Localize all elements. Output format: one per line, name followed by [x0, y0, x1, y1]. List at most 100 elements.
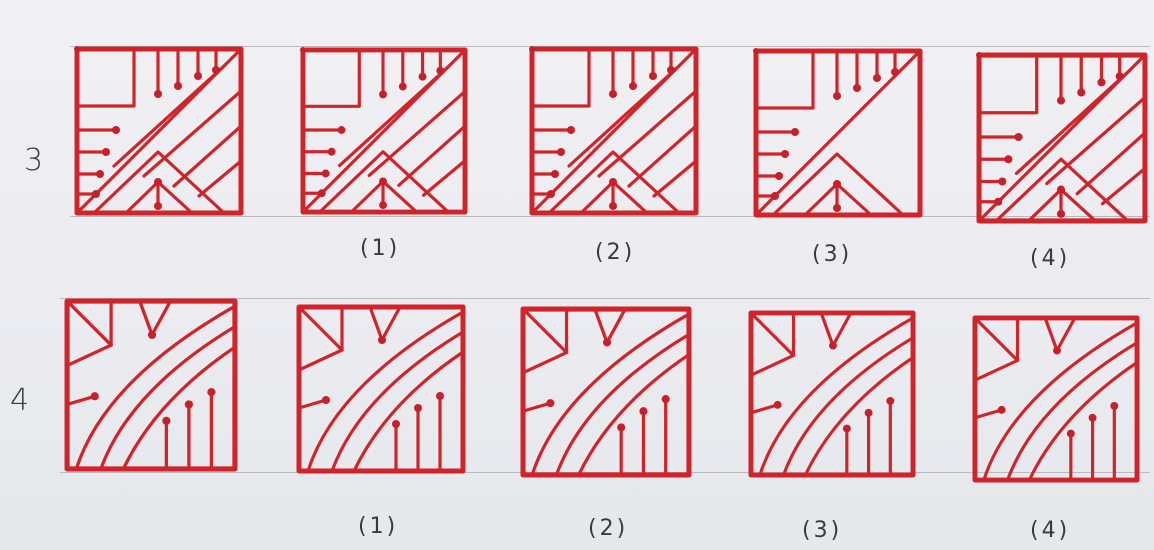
- row3-option-2-figure[interactable]: [526, 46, 702, 216]
- vertical-dot: [662, 395, 670, 403]
- fan-line: [67, 345, 111, 365]
- tick-dot: [328, 148, 336, 156]
- diagonal-stripe-line: [399, 126, 465, 185]
- chevron-dot: [833, 204, 841, 212]
- row3-option-1-label: (1): [360, 236, 400, 261]
- corner-dot: [529, 46, 535, 52]
- chevron-dot: [1057, 186, 1065, 194]
- vertical-dot: [1110, 402, 1118, 410]
- row4-option-1-figure[interactable]: [296, 304, 466, 474]
- fan-line: [975, 360, 1017, 380]
- corner-l-line: [979, 55, 1037, 113]
- tick-dot: [102, 148, 110, 156]
- corner-l-line: [77, 49, 134, 106]
- tick-dot: [667, 66, 675, 74]
- fan-line: [751, 405, 778, 413]
- tick-dot: [609, 90, 617, 98]
- fan-line: [523, 309, 567, 353]
- tick-dot: [212, 66, 220, 74]
- corner-dot: [74, 46, 80, 52]
- row3-option-1-figure[interactable]: [300, 46, 468, 216]
- tick-dot: [96, 170, 104, 178]
- vertical-dot: [436, 392, 444, 400]
- diagonal-stripe-line: [569, 66, 679, 166]
- fan-line: [607, 309, 625, 342]
- tick-dot: [436, 67, 444, 75]
- vertical-dot: [1067, 430, 1075, 438]
- vertical-dot: [639, 407, 647, 415]
- row4-option-3-figure[interactable]: [748, 308, 916, 480]
- chevron-dot: [833, 180, 841, 188]
- tick-dot: [567, 126, 575, 134]
- fan-line: [370, 307, 382, 340]
- fan-line: [975, 318, 1017, 360]
- corner-dot: [300, 47, 306, 53]
- tick-dot: [154, 90, 162, 98]
- tick-dot: [557, 148, 565, 156]
- fan-line: [751, 355, 793, 375]
- fan-line: [821, 313, 833, 346]
- row4-option-4-figure[interactable]: [972, 308, 1140, 490]
- tick-dot: [629, 82, 637, 90]
- diagonal-stripe-line: [424, 161, 466, 196]
- tick-dot: [399, 83, 407, 91]
- fan-line: [299, 350, 342, 370]
- row4-option-2-figure[interactable]: [520, 306, 692, 478]
- tick-dot: [547, 190, 555, 198]
- tick-dot: [994, 198, 1002, 206]
- diagonal-stripe-line: [114, 66, 224, 166]
- fan-line: [975, 410, 1002, 418]
- corner-l-line: [532, 49, 589, 106]
- tick-dot: [873, 74, 881, 82]
- fan-dot: [603, 338, 611, 346]
- tick-dot: [551, 170, 559, 178]
- tick-dot: [1057, 97, 1065, 105]
- tick-dot: [1004, 155, 1012, 163]
- fan-line: [152, 301, 170, 335]
- diagonal-stripe-line: [174, 126, 241, 186]
- tick-dot: [998, 177, 1006, 185]
- tick-dot: [775, 172, 783, 180]
- tick-dot: [92, 190, 100, 198]
- row-number-3: 3: [24, 143, 43, 178]
- corner-l-line: [756, 51, 813, 108]
- corner-dot: [753, 48, 759, 54]
- fan-dot: [829, 342, 837, 350]
- diagonal-stripe-line: [1016, 72, 1127, 173]
- vertical-dot: [207, 388, 215, 396]
- fan-line: [833, 313, 851, 346]
- vertical-dot: [162, 417, 170, 425]
- row4-option-2-label: (2): [588, 516, 628, 541]
- row4-problem-figure: [64, 298, 238, 472]
- tick-dot: [1077, 88, 1085, 96]
- fan-line: [1045, 318, 1057, 351]
- diagonal-stripe-line: [654, 161, 696, 196]
- tick-dot: [194, 72, 202, 80]
- tick-dot: [318, 189, 326, 197]
- chevron-dot: [609, 178, 617, 186]
- tick-dot: [781, 150, 789, 158]
- vertical-dot: [1089, 414, 1097, 422]
- vertical-dot: [392, 420, 400, 428]
- tick-dot: [791, 128, 799, 136]
- diagonal-stripe-line: [340, 67, 449, 166]
- row3-option-4-figure[interactable]: [976, 50, 1148, 226]
- chevron-dot: [609, 202, 617, 210]
- corner-l-line: [303, 50, 359, 106]
- tick-dot: [1116, 72, 1124, 80]
- tick-dot: [1097, 78, 1105, 86]
- tick-dot: [322, 170, 330, 178]
- row4-option-1-label: (1): [358, 514, 398, 539]
- diagonal-stripe-line: [1102, 168, 1144, 203]
- row3-option-3-figure[interactable]: [752, 48, 924, 218]
- diagonal-stripe-line: [629, 126, 696, 186]
- tick-dot: [419, 73, 427, 81]
- tick-dot: [853, 84, 861, 92]
- row4-option-3-label: (3): [802, 518, 842, 543]
- corner-dot: [976, 52, 982, 58]
- tick-dot: [379, 90, 387, 98]
- fan-line: [67, 396, 95, 404]
- vertical-dot: [843, 425, 851, 433]
- vertical-dot: [185, 400, 193, 408]
